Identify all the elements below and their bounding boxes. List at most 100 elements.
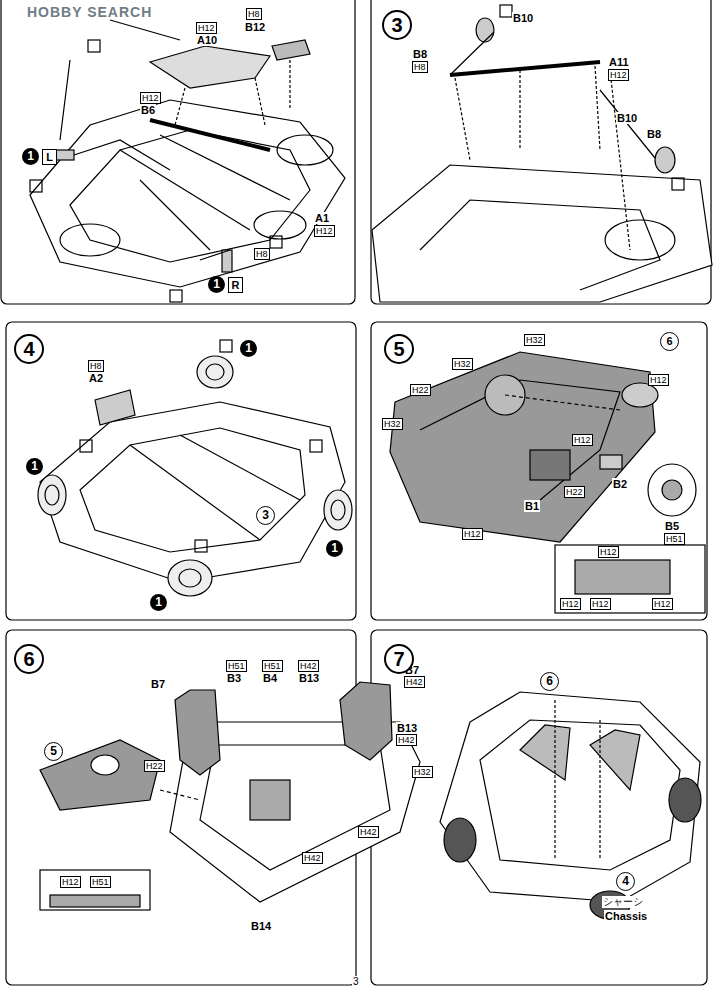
paint-code: H32 [412,766,433,778]
drawing-stroke [390,352,655,542]
drawing-stroke [40,402,345,582]
drawing-stroke [520,725,570,780]
step-number: 6 [14,644,44,674]
paint-code: H12 [60,876,81,888]
drawing-stroke [6,322,356,620]
drawing-stroke [60,20,230,260]
drawing-stroke [324,490,352,530]
callout-number: 4 [616,872,635,891]
paint-code: H12 [590,598,611,610]
drawing-stroke [444,818,476,862]
drawing-stroke [150,46,270,88]
drawing-stroke [179,569,201,587]
drawing-stroke [622,383,658,407]
drawing-stroke [80,428,305,552]
drawing-stroke [555,545,705,613]
callout-number: 3 [256,506,275,525]
paint-code: H12 [652,598,673,610]
part-number: B14 [250,920,272,932]
paint-code: H8 [254,248,270,260]
drawing-stroke [175,690,220,775]
paint-code: H42 [358,826,379,838]
paint-code: H12 [648,374,669,386]
drawing-stroke [60,224,120,256]
drawing-stroke [450,32,655,158]
drawing-stroke [170,290,182,302]
paint-code: H51 [664,533,685,545]
drawing-stroke [222,250,232,272]
paint-code: H12 [572,434,593,446]
drawing-stroke [40,870,150,910]
drawing-stroke [669,778,701,822]
drawing-stroke [455,66,630,250]
part-number: B1 [524,500,540,512]
step-number: 4 [14,334,44,364]
callout-number: 1 [26,458,43,475]
drawing-stroke [310,440,322,452]
drawing-stroke [655,147,675,173]
drawing-stroke [168,560,212,596]
drawing-stroke [88,40,100,52]
drawing-stroke [91,755,119,775]
drawing-stroke [277,135,333,165]
drawing-stroke [272,40,310,60]
part-number: B10 [616,112,638,124]
drawing-stroke [331,500,345,520]
callout-number: 1 [150,594,167,611]
drawing-stroke [130,435,300,540]
drawing-stroke [555,700,600,860]
paint-code: H32 [452,358,473,370]
callout-number: 1 [326,540,343,557]
drawing-stroke [476,18,494,42]
part-number: B4 [262,672,278,684]
drawing-stroke [500,5,512,17]
drawing-stroke [575,560,670,594]
chassis-label: Chassis [604,910,648,922]
paint-code: H51 [226,660,247,672]
drawing-stroke [372,165,712,302]
paint-code: H32 [524,334,545,346]
drawing-stroke [480,720,680,870]
drawing-stroke [270,236,282,248]
drawing-stroke [450,62,600,75]
drawing-stroke [662,480,682,500]
drawing-stroke [530,450,570,480]
paint-code: H22 [144,760,165,772]
side-mark: R [228,277,243,293]
drawing-stroke [30,100,345,287]
watermark: HOBBY SEARCH [26,4,153,20]
drawing-stroke [195,540,207,552]
paint-code: H42 [302,852,323,864]
paint-code: H8 [88,360,104,372]
drawing-stroke [95,390,135,425]
callout-number: 6 [540,672,559,691]
part-number: B13 [298,672,320,684]
paint-code: H42 [298,660,319,672]
paint-code: H32 [382,418,403,430]
drawing-stroke [197,356,233,388]
paint-code: H12 [560,598,581,610]
drawing-stroke [605,220,675,260]
paint-code: H12 [462,528,483,540]
drawing-stroke [40,740,160,810]
drawing-stroke [150,120,270,150]
paint-code: H8 [412,61,428,73]
part-number: B3 [226,672,242,684]
callout-number: 1 [208,276,225,293]
page-number: 3 [352,976,360,988]
step-number: 5 [384,334,414,364]
drawing-stroke [1,0,355,304]
drawing-stroke [120,135,290,250]
drawing-stroke [160,790,200,800]
chassis-label: シャーシ [602,896,644,908]
part-number: B8 [646,128,662,140]
drawing-stroke [175,60,290,125]
drawing-stroke [600,455,622,469]
drawing-stroke [440,692,700,902]
step-number: 3 [382,10,412,40]
drawing-stroke [38,475,66,515]
callout-number: 5 [44,742,63,761]
callout-number: 1 [22,148,39,165]
drawing-stroke [254,211,306,239]
